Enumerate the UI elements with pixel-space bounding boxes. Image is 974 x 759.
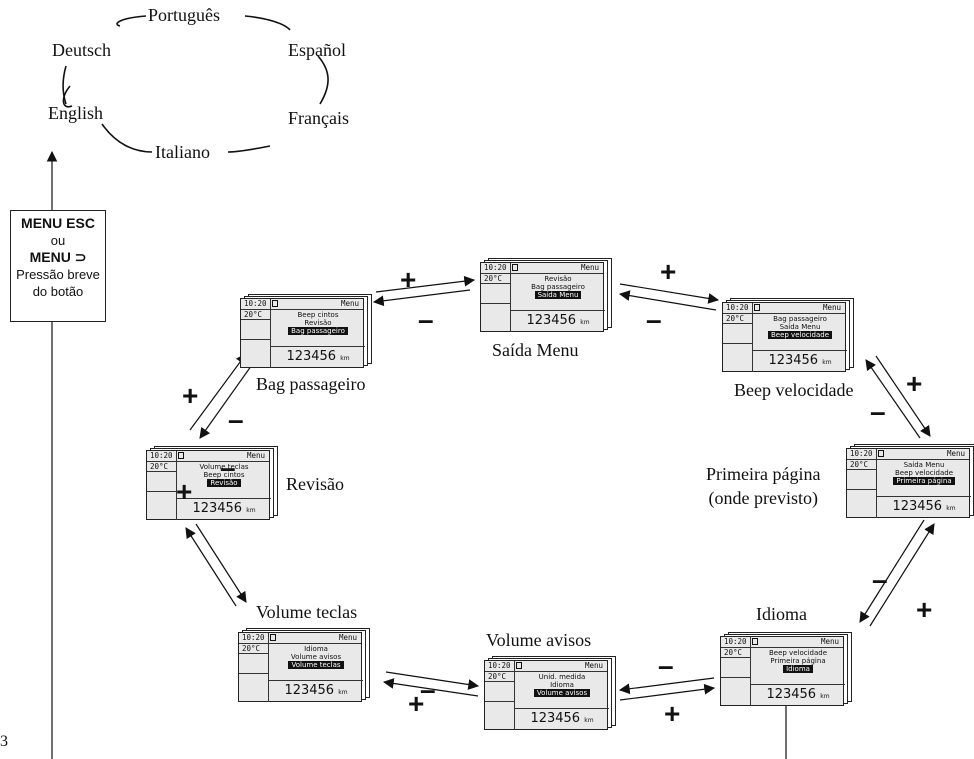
- screen-volume-teclas: 10:20 Menu 20°C Idioma Volume avisos Vol…: [238, 628, 370, 702]
- caption-saida-menu: Saída Menu: [492, 340, 579, 360]
- minus-sign: –: [228, 404, 244, 435]
- menu-or-label: ou: [50, 233, 66, 248]
- selected-item: Saída Menu: [534, 291, 582, 299]
- screen-saida-menu: 10:20 Menu 20°C Revisão Bag passageiro S…: [480, 258, 612, 332]
- lang-espanol: Español: [288, 40, 346, 60]
- plus-sign: +: [400, 264, 417, 295]
- lang-english: English: [48, 103, 104, 123]
- trip-icon: [178, 452, 184, 459]
- selected-item: Volume avisos: [533, 689, 591, 697]
- selected-item: Idioma: [783, 665, 813, 673]
- selected-item: Revisão: [207, 479, 241, 487]
- minus-sign: –: [870, 396, 886, 427]
- plus-sign: +: [176, 476, 193, 507]
- screen-bag-passageiro: 10:20 Menu 20°C Beep cintos Revisão Bag …: [240, 294, 372, 368]
- screen-idioma: 10:20 Menu 20°C Beep velocidade Primeira…: [720, 632, 852, 706]
- plus-sign: +: [408, 688, 425, 719]
- lang-italiano: Italiano: [155, 142, 210, 162]
- trip-icon: [512, 264, 518, 271]
- screen-revisao: 10:20 Menu 20°C Volume teclas Beep cinto…: [146, 446, 278, 520]
- selected-item: Beep velocidade: [767, 331, 833, 339]
- caption-beep-velocidade: Beep velocidade: [734, 380, 854, 400]
- minus-sign: –: [872, 564, 888, 595]
- plus-sign: +: [182, 380, 199, 411]
- screen-volume-avisos: 10:20 Menu 20°C Unid. medida Idioma Volu…: [484, 656, 616, 730]
- minus-sign: –: [646, 304, 662, 335]
- minus-sign: –: [658, 650, 674, 681]
- menu-press-label: Pressão breve: [16, 267, 100, 282]
- screen-primeira-pagina: 10:20 Menu 20°C Saída Menu Beep velocida…: [846, 444, 974, 518]
- minus-sign: –: [420, 674, 436, 705]
- trip-icon: [272, 300, 278, 307]
- screen-beep-velocidade: 10:20 Menu 20°C Bag passageiro Saída Men…: [722, 298, 854, 372]
- trip-icon: [752, 638, 758, 645]
- plus-sign: +: [660, 256, 677, 287]
- menu-esc-box: MENU ESC ou MENU ⊃ Pressão breve do botã…: [10, 210, 106, 322]
- trip-icon: [516, 662, 522, 669]
- caption-volume-teclas: Volume teclas: [256, 602, 358, 622]
- trip-icon: [754, 304, 760, 311]
- minus-sign: –: [418, 304, 434, 335]
- lang-portugues: Português: [148, 5, 220, 25]
- menu-button-label: do botão: [32, 284, 84, 299]
- caption-primeira-pagina: Primeira página (onde previsto): [706, 464, 821, 508]
- selected-item: Bag passageiro: [288, 327, 348, 335]
- caption-revisao: Revisão: [286, 474, 344, 494]
- menu-back-label: MENU ⊃: [29, 249, 87, 265]
- lang-francais: Français: [288, 108, 349, 128]
- language-ring: [62, 15, 329, 153]
- plus-sign: +: [916, 594, 933, 625]
- selected-item: Volume teclas: [288, 661, 344, 669]
- clock: 10:20: [484, 263, 507, 272]
- selected-item: Primeira página: [893, 477, 955, 485]
- lang-deutsch: Deutsch: [52, 40, 111, 60]
- plus-sign: +: [906, 368, 923, 399]
- menu-esc-label: MENU ESC: [21, 215, 95, 231]
- caption-bag-passageiro: Bag passageiro: [256, 374, 366, 394]
- trip-icon: [270, 634, 276, 641]
- plus-sign: +: [664, 698, 681, 729]
- trip-icon: [878, 450, 884, 457]
- page-number: 53: [0, 733, 8, 750]
- caption-volume-avisos: Volume avisos: [486, 630, 592, 650]
- minus-sign: –: [220, 452, 236, 483]
- caption-idioma: Idioma: [756, 604, 807, 624]
